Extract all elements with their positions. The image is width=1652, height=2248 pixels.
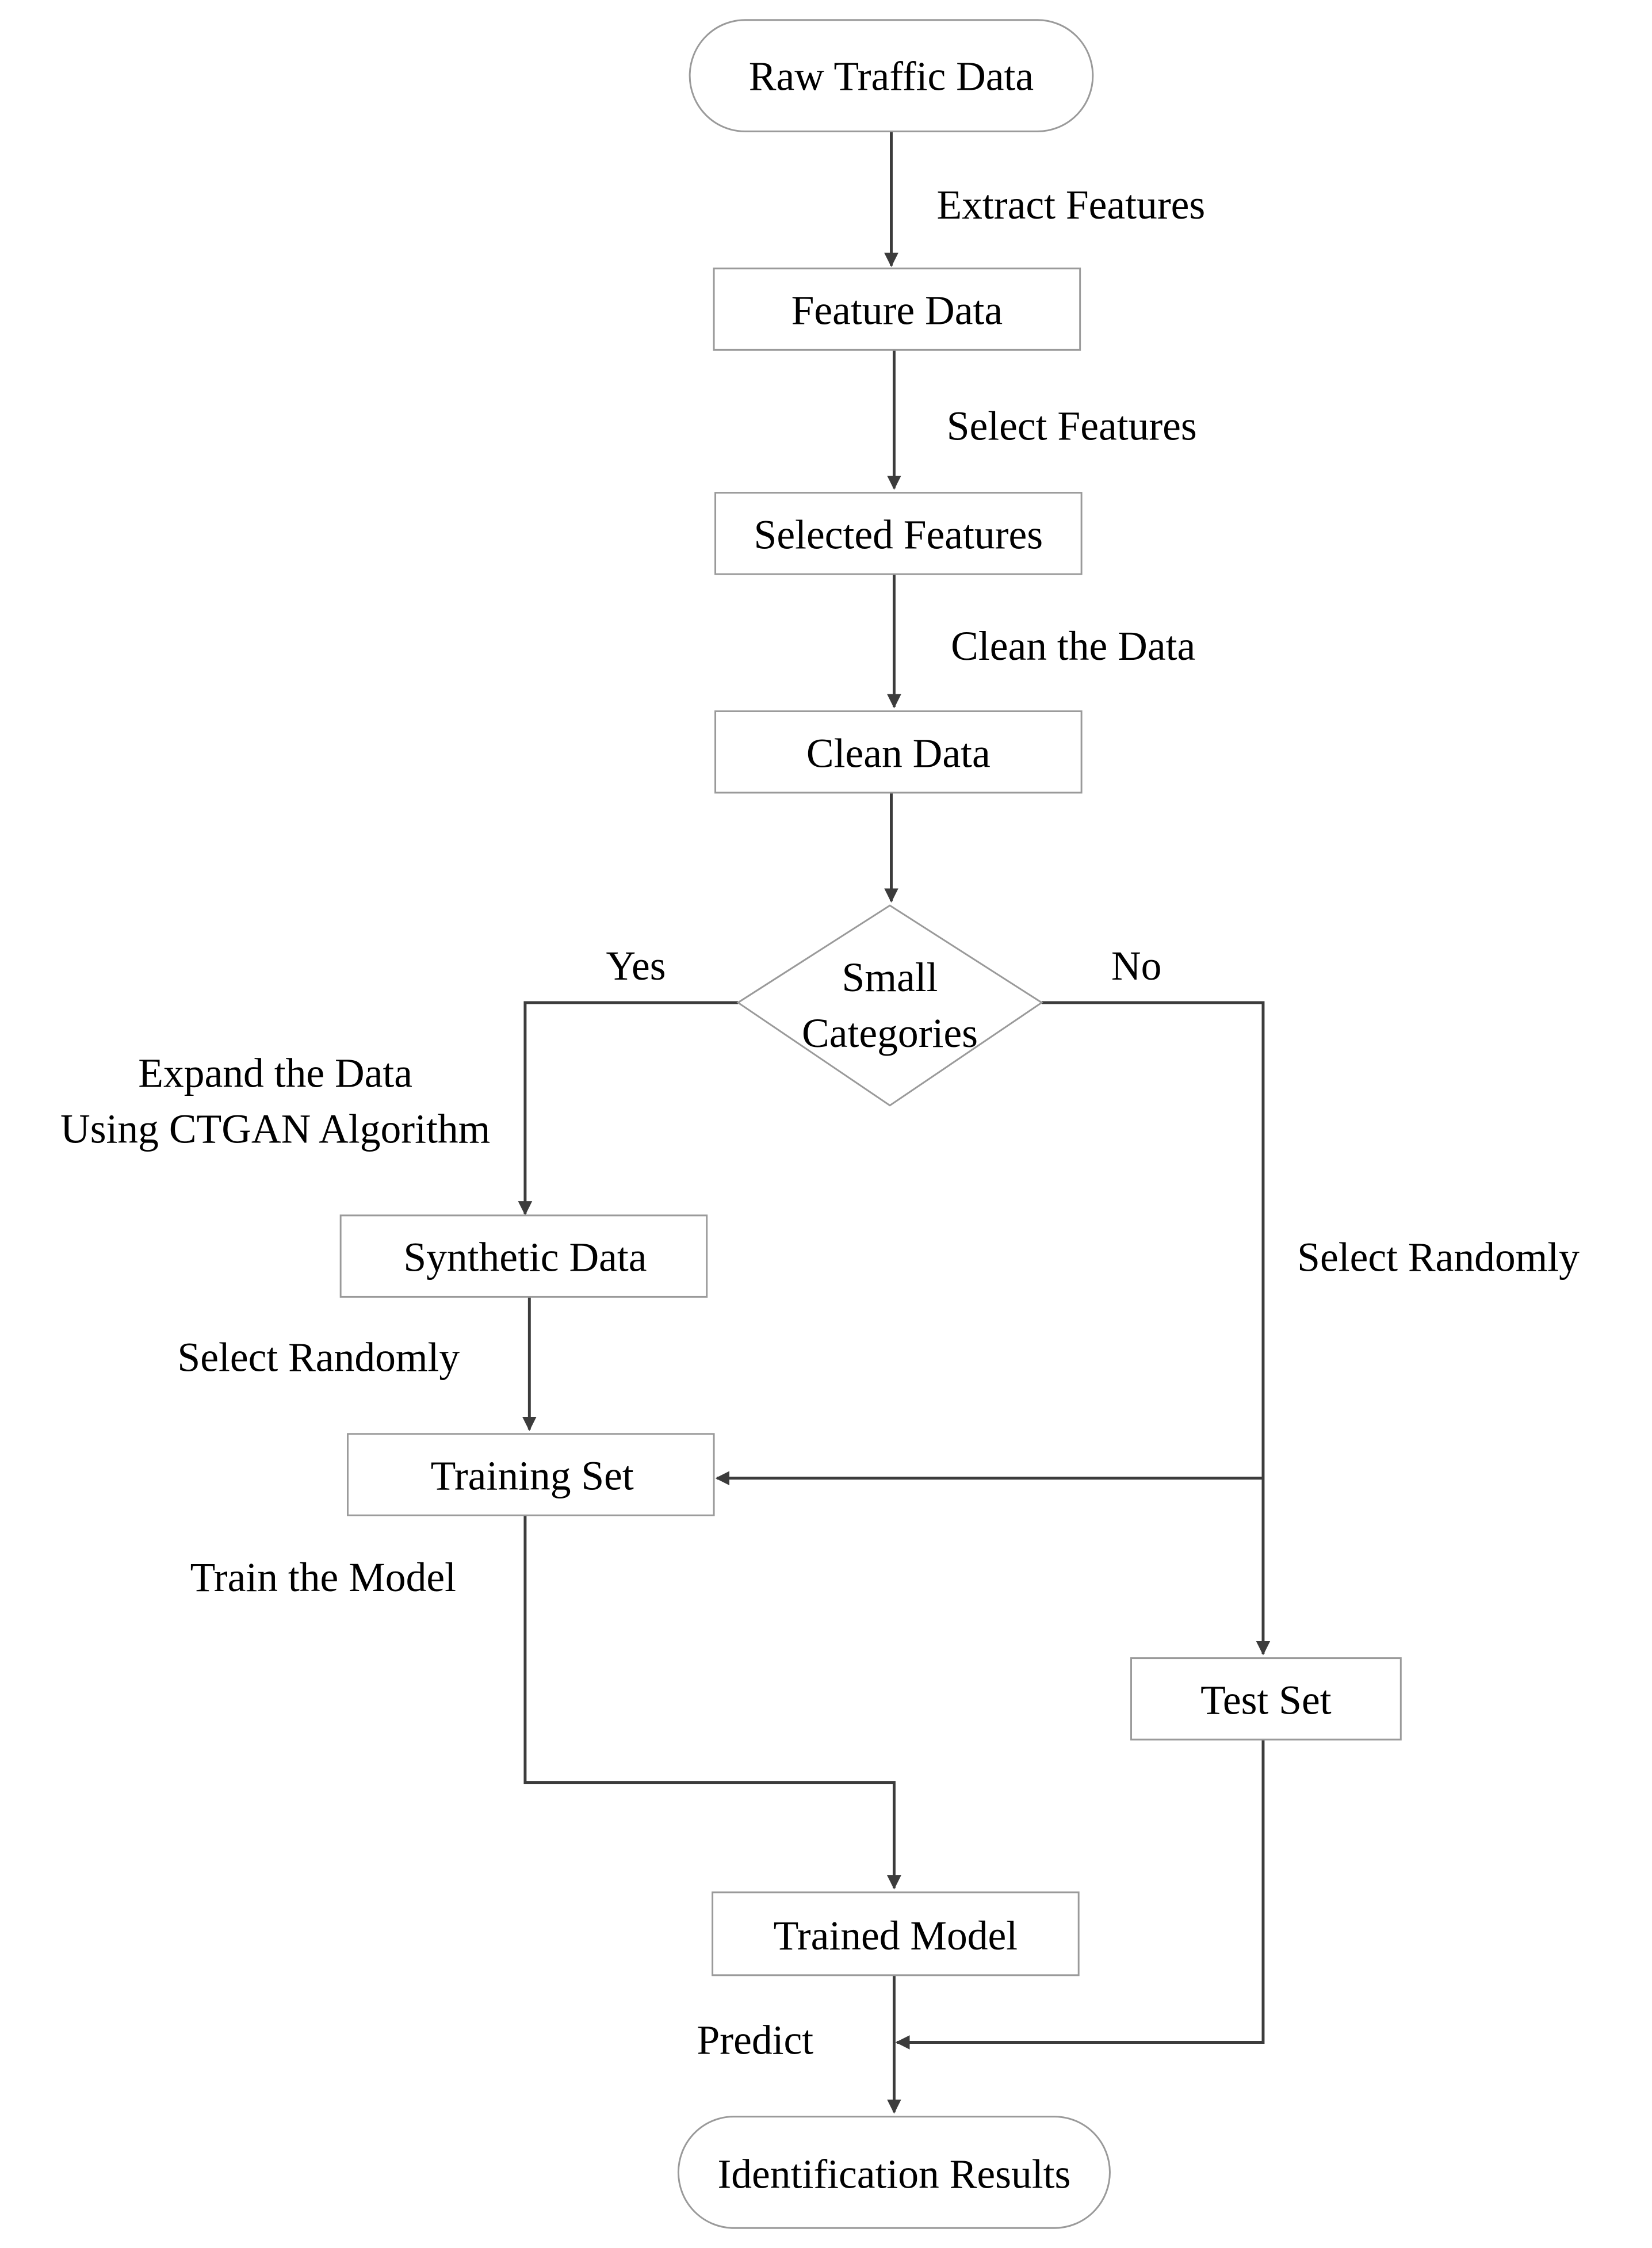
node-raw-traffic-data: Raw Traffic Data xyxy=(689,19,1094,132)
edge-label-no: No xyxy=(1111,943,1161,989)
small-categories-label-line2: Categories xyxy=(802,1010,978,1056)
node-small-categories-decision: Small Categories xyxy=(736,904,1043,1107)
synthetic-data-label: Synthetic Data xyxy=(403,1234,647,1280)
node-selected-features: Selected Features xyxy=(714,492,1083,575)
identification-results-label: Identification Results xyxy=(717,2151,1070,2197)
edge-label-expand-line2: Using CTGAN Algorithm xyxy=(60,1106,490,1152)
node-feature-data: Feature Data xyxy=(713,267,1081,351)
node-test-set: Test Set xyxy=(1130,1657,1402,1741)
selected-features-label: Selected Features xyxy=(754,511,1043,557)
node-training-set: Training Set xyxy=(347,1433,715,1516)
edge-label-extract-features: Extract Features xyxy=(936,182,1205,228)
edge-label-select-randomly-left: Select Randomly xyxy=(177,1334,460,1380)
training-set-label: Training Set xyxy=(431,1452,634,1498)
node-synthetic-data: Synthetic Data xyxy=(339,1214,708,1298)
edge-labels: Extract Features Select Features Clean t… xyxy=(60,182,1580,2063)
node-clean-data: Clean Data xyxy=(714,710,1083,794)
edge-label-expand-line1: Expand the Data xyxy=(138,1050,412,1096)
arrow-decision-yes-to-synthetic xyxy=(518,1001,739,1215)
edge-label-yes: Yes xyxy=(606,943,666,989)
edge-label-select-features: Select Features xyxy=(947,403,1197,449)
arrow-decision-no-to-test xyxy=(1042,1001,1271,1656)
connectors xyxy=(518,131,1271,2114)
feature-data-label: Feature Data xyxy=(791,287,1003,333)
small-categories-label-line1: Small xyxy=(842,954,938,1000)
edge-label-train-the-model: Train the Model xyxy=(190,1554,456,1600)
node-trained-model: Trained Model xyxy=(712,1891,1080,1976)
trained-model-label: Trained Model xyxy=(774,1913,1018,1959)
arrow-test-to-predict xyxy=(895,1739,1265,2050)
clean-data-label: Clean Data xyxy=(806,730,991,776)
edge-label-clean-the-data: Clean the Data xyxy=(951,623,1195,669)
test-set-label: Test Set xyxy=(1200,1677,1332,1723)
arrow-training-to-trained-model xyxy=(523,1515,901,1890)
edge-label-predict: Predict xyxy=(697,2017,813,2063)
edge-label-select-randomly-right: Select Randomly xyxy=(1297,1234,1580,1280)
raw-traffic-data-label: Raw Traffic Data xyxy=(749,53,1034,99)
node-identification-results: Identification Results xyxy=(677,2116,1111,2229)
